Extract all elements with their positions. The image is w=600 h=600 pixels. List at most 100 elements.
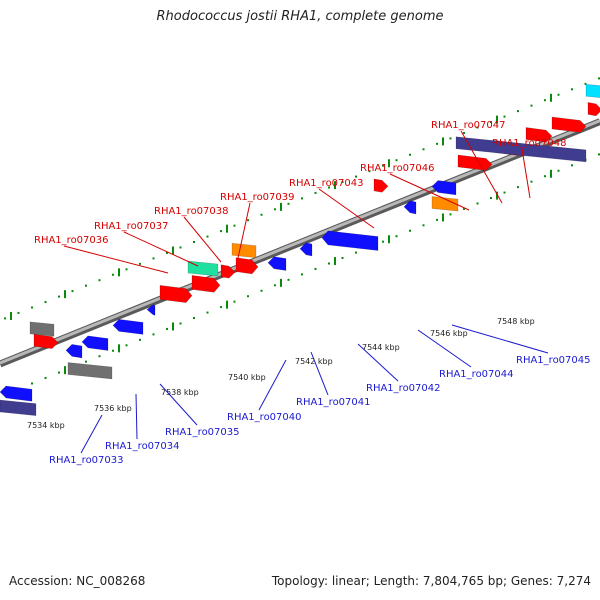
backbone-highlight bbox=[0, 119, 600, 365]
guide-dot bbox=[449, 137, 452, 140]
guide-tick bbox=[388, 235, 390, 244]
guide-dot bbox=[152, 257, 155, 260]
genome-backbone bbox=[0, 118, 600, 368]
guide-dot bbox=[530, 180, 533, 183]
guide-dot bbox=[301, 273, 303, 276]
reverse-cds bbox=[403, 200, 417, 215]
leader-line bbox=[310, 351, 329, 396]
guide-tick bbox=[118, 268, 120, 277]
forward-cds bbox=[191, 275, 221, 293]
leader-line bbox=[460, 130, 503, 204]
guide-dot bbox=[355, 175, 357, 178]
guide-dot bbox=[179, 246, 182, 249]
guide-dot bbox=[476, 202, 479, 205]
guide-tick bbox=[172, 322, 174, 331]
guide-tick bbox=[226, 300, 228, 309]
leader-line bbox=[417, 329, 472, 368]
topology-text: Topology: linear; Length: 7,804,765 bp; … bbox=[271, 574, 591, 588]
forward-cds bbox=[525, 127, 553, 143]
guide-dot bbox=[517, 186, 519, 189]
gene-label-top: RHA1_ro07047 bbox=[431, 120, 506, 131]
guide-tick bbox=[280, 202, 282, 211]
reverse-cds bbox=[0, 385, 33, 402]
leader-line bbox=[357, 343, 399, 382]
guide-dot bbox=[341, 181, 344, 184]
forward-cds bbox=[373, 178, 389, 193]
guide-tick bbox=[442, 137, 444, 146]
guide-dot bbox=[44, 301, 47, 304]
forward-cds bbox=[159, 285, 193, 303]
guide-dot bbox=[4, 317, 6, 320]
scale-label: 7538 kbp bbox=[161, 388, 199, 397]
forward-cds bbox=[33, 333, 59, 350]
guide-dot bbox=[220, 230, 222, 233]
guide-dot bbox=[476, 126, 479, 129]
guide-dot bbox=[436, 142, 438, 145]
guide-dot bbox=[463, 131, 465, 134]
guide-dot bbox=[139, 338, 141, 341]
gene-label-bottom: RHA1_ro07034 bbox=[105, 441, 180, 452]
guide-dot bbox=[112, 273, 114, 276]
guide-tick bbox=[442, 213, 444, 222]
guide-tick bbox=[550, 169, 552, 178]
guide-tick bbox=[334, 257, 336, 266]
leader-line bbox=[521, 148, 531, 199]
guide-dot bbox=[503, 115, 506, 118]
guide-dot bbox=[490, 197, 492, 200]
guide-dot bbox=[179, 322, 182, 325]
reverse-cds bbox=[431, 180, 457, 196]
reverse-cds bbox=[299, 242, 313, 257]
guide-dot bbox=[58, 295, 60, 298]
gene-label-top: RHA1_ro07039 bbox=[220, 192, 295, 203]
leader-line bbox=[80, 414, 103, 454]
guide-dot bbox=[193, 241, 195, 244]
forward-cds bbox=[457, 154, 493, 171]
guide-dot bbox=[98, 279, 101, 282]
guide-dot bbox=[557, 93, 560, 96]
guide-dot bbox=[125, 344, 128, 347]
gene-label-top: RHA1_ro07036 bbox=[34, 235, 109, 246]
guide-dot bbox=[287, 278, 290, 281]
gene-label-bottom: RHA1_ro07045 bbox=[516, 355, 591, 366]
guide-dot bbox=[206, 235, 209, 238]
reverse-cds bbox=[321, 230, 379, 251]
leader-line bbox=[135, 393, 138, 440]
guide-tick bbox=[496, 115, 498, 124]
guide-dot bbox=[125, 268, 128, 271]
scale-label: 7536 kbp bbox=[94, 404, 132, 413]
guide-dot bbox=[166, 251, 168, 254]
guide-dot bbox=[463, 207, 465, 210]
guide-dot bbox=[571, 164, 573, 167]
gene-label-bottom: RHA1_ro07041 bbox=[296, 397, 371, 408]
gene-labels: RHA1_ro07036RHA1_ro07037RHA1_ro07038RHA1… bbox=[34, 120, 591, 466]
gene-label-bottom: RHA1_ro07035 bbox=[165, 427, 240, 438]
gene-label-bottom: RHA1_ro07033 bbox=[49, 455, 124, 466]
genome-title: Rhodococcus jostii RHA1, complete genome bbox=[156, 9, 444, 24]
guide-dot bbox=[85, 360, 87, 363]
guide-dot bbox=[287, 202, 290, 205]
gene-label-bottom: RHA1_ro07044 bbox=[439, 369, 514, 380]
region-block bbox=[455, 136, 587, 163]
guide-dot bbox=[422, 148, 425, 151]
guide-dot bbox=[233, 300, 236, 303]
scale-label: 7534 kbp bbox=[27, 421, 65, 430]
guide-dot bbox=[382, 164, 384, 167]
guide-dot bbox=[328, 262, 330, 265]
scale-label: 7542 kbp bbox=[295, 357, 333, 366]
reverse-cds bbox=[146, 304, 156, 316]
guide-tick bbox=[550, 93, 552, 102]
gene-label-top: RHA1_ro07037 bbox=[94, 221, 169, 232]
guide-tick bbox=[226, 224, 228, 233]
guide-dot bbox=[260, 289, 263, 292]
guide-dot bbox=[557, 169, 560, 172]
guide-dot bbox=[274, 284, 276, 287]
leader-line bbox=[123, 231, 199, 267]
guide-dot bbox=[31, 382, 33, 385]
guide-dot bbox=[85, 284, 87, 287]
scale-label: 7548 kbp bbox=[497, 317, 535, 326]
guide-dot bbox=[139, 262, 141, 265]
gene-label-bottom: RHA1_ro07040 bbox=[227, 412, 302, 423]
guide-dot bbox=[382, 240, 384, 243]
forward-cds bbox=[220, 264, 236, 279]
